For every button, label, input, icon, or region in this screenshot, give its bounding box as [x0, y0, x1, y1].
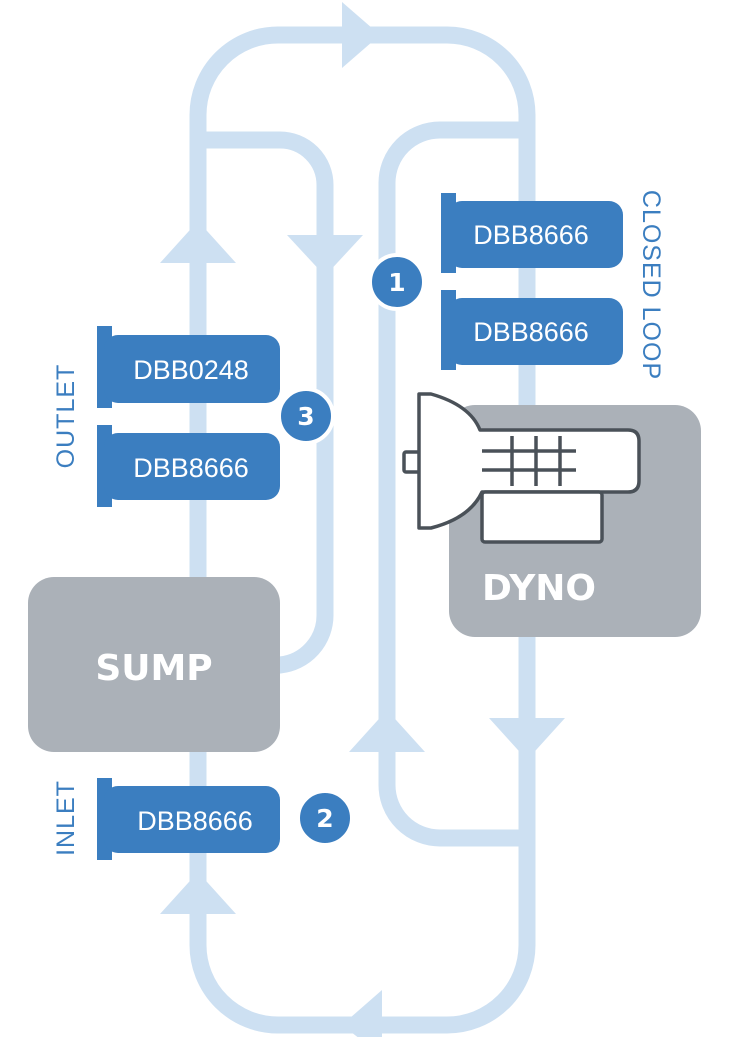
filter-closed-loop-bottom-label: DBB8666 [473, 317, 589, 347]
badge-3-label: 3 [297, 402, 314, 431]
arrow-inlet-up [160, 872, 236, 914]
closed-loop-pipe [378, 121, 536, 847]
arrow-sump-return-down [287, 235, 363, 276]
sump-box [28, 577, 280, 752]
sump-return-pipe [189, 131, 334, 674]
filter-outlet-top: DBB0248 [97, 326, 280, 408]
filter-closed-loop-top: DBB8666 [441, 193, 623, 273]
sump: SUMP [28, 577, 280, 752]
sump-label: SUMP [95, 648, 212, 689]
badge-2-label: 2 [316, 804, 333, 833]
closed-loop-side-label: CLOSED LOOP [637, 190, 665, 380]
arrow-top-right [342, 2, 380, 68]
filter-outlet-bottom: DBB8666 [97, 425, 280, 507]
filter-closed-loop-bottom: DBB8666 [441, 290, 623, 370]
filter-inlet-label: DBB8666 [137, 806, 253, 836]
flow-arrows [160, 2, 565, 1037]
badge-3: 3 [277, 387, 335, 445]
badge-2: 2 [296, 789, 354, 847]
outlet-side-label: OUTLET [52, 364, 80, 469]
badge-1: 1 [368, 253, 426, 311]
engine-icon [402, 392, 641, 544]
dyno: DYNO [402, 392, 701, 637]
dyno-label: DYNO [482, 568, 596, 609]
filter-outlet-bottom-label: DBB8666 [133, 453, 249, 483]
badge-1-label: 1 [388, 268, 405, 297]
inlet-side-label: INLET [52, 780, 80, 856]
filter-inlet: DBB8666 [97, 778, 280, 860]
arrow-bottom-left [342, 990, 382, 1037]
filter-outlet-top-label: DBB0248 [133, 355, 249, 385]
arrow-left-up [160, 221, 236, 263]
filter-closed-loop-top-label: DBB8666 [473, 220, 589, 250]
arrow-closed-loop-up [349, 710, 425, 752]
arrow-right-down [489, 718, 565, 760]
